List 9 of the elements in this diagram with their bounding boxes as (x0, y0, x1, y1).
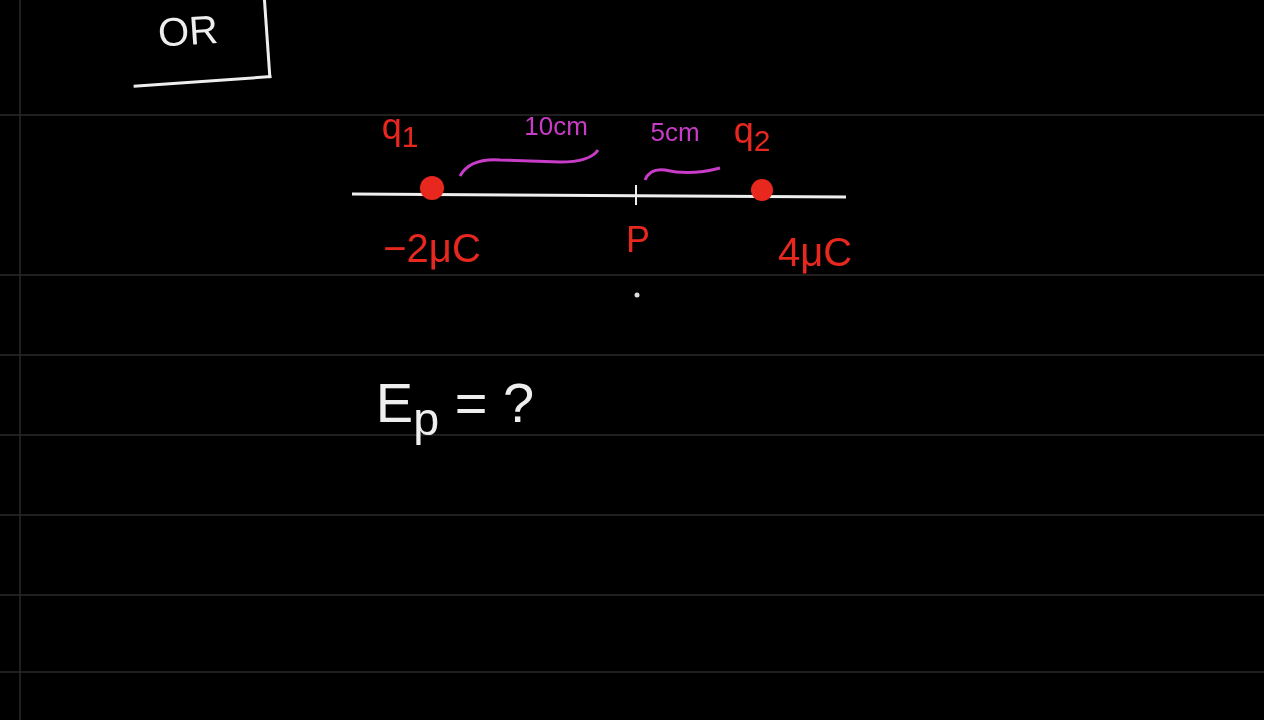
distance-label: 10cm (524, 110, 588, 142)
charge-name: q$_{1}$ (381, 105, 419, 155)
word-label: OR (156, 6, 220, 56)
distance-label: 5cm (650, 116, 700, 148)
charge-name: q$_{2}$ (733, 109, 771, 159)
question-text: E$_{p}$ = ? (375, 370, 535, 446)
charge-value: −2μC (383, 225, 481, 271)
point-label: P (626, 219, 650, 261)
charge-value: 4μC (777, 229, 853, 275)
